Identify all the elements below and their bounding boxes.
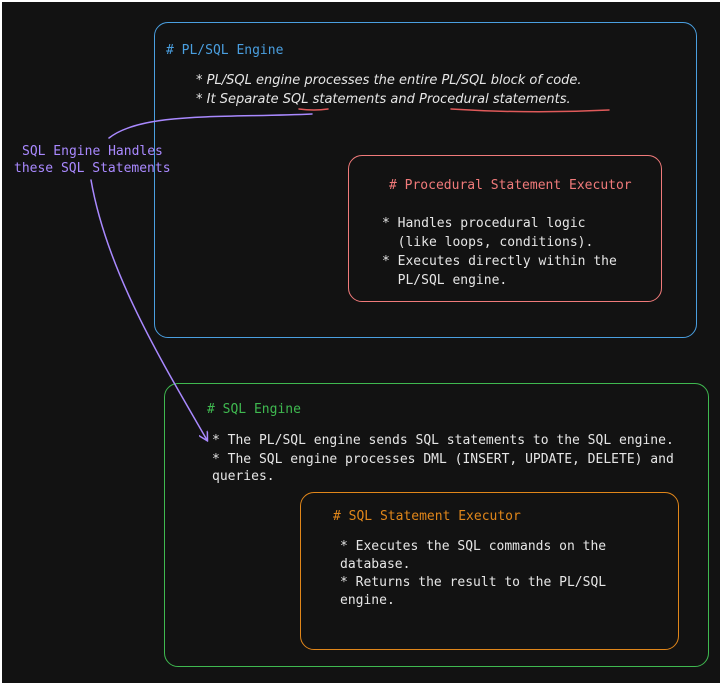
- sql-executor-line-4: engine.: [340, 593, 395, 608]
- plsql-engine-title: # PL/SQL Engine: [166, 43, 284, 58]
- plsql-line2-prefix: * It Separate: [196, 92, 283, 107]
- plsql-line2-sql: SQL: [282, 92, 309, 107]
- sql-executor-line-1: * Executes the SQL commands on the: [340, 539, 607, 554]
- sql-executor-box: [300, 492, 679, 650]
- sql-engine-box: [164, 383, 709, 667]
- annotation-line-1: SQL Engine Handles: [22, 144, 163, 159]
- procedural-executor-line-2: (like loops, conditions).: [382, 235, 594, 250]
- sql-executor-line-3: * Returns the result to the PL/SQL: [340, 575, 607, 590]
- procedural-executor-line-4: PL/SQL engine.: [382, 273, 508, 288]
- plsql-line2-mid: statements and: [308, 92, 419, 107]
- annotation-line-2: these SQL Statements: [14, 161, 171, 176]
- sql-engine-title: # SQL Engine: [207, 402, 301, 417]
- sql-executor-title: # SQL Statement Executor: [333, 509, 521, 524]
- plsql-engine-line-2: * It Separate SQL statements and Procedu…: [196, 91, 571, 109]
- procedural-executor-line-3: * Executes directly within the: [382, 254, 617, 269]
- sql-engine-line-3: queries.: [212, 469, 275, 484]
- plsql-line2-end: .: [566, 92, 571, 107]
- sql-engine-line-1: * The PL/SQL engine sends SQL statements…: [212, 433, 674, 448]
- sql-executor-line-2: database.: [340, 557, 411, 572]
- procedural-executor-box: [348, 155, 662, 302]
- procedural-executor-line-1: * Handles procedural logic: [382, 216, 586, 231]
- plsql-engine-line-1: * PL/SQL engine processes the entire PL/…: [196, 73, 582, 88]
- procedural-executor-title: # Procedural Statement Executor: [389, 178, 632, 193]
- plsql-line2-procedural: Procedural statements: [419, 92, 567, 107]
- sql-engine-line-2: * The SQL engine processes DML (INSERT, …: [212, 452, 674, 467]
